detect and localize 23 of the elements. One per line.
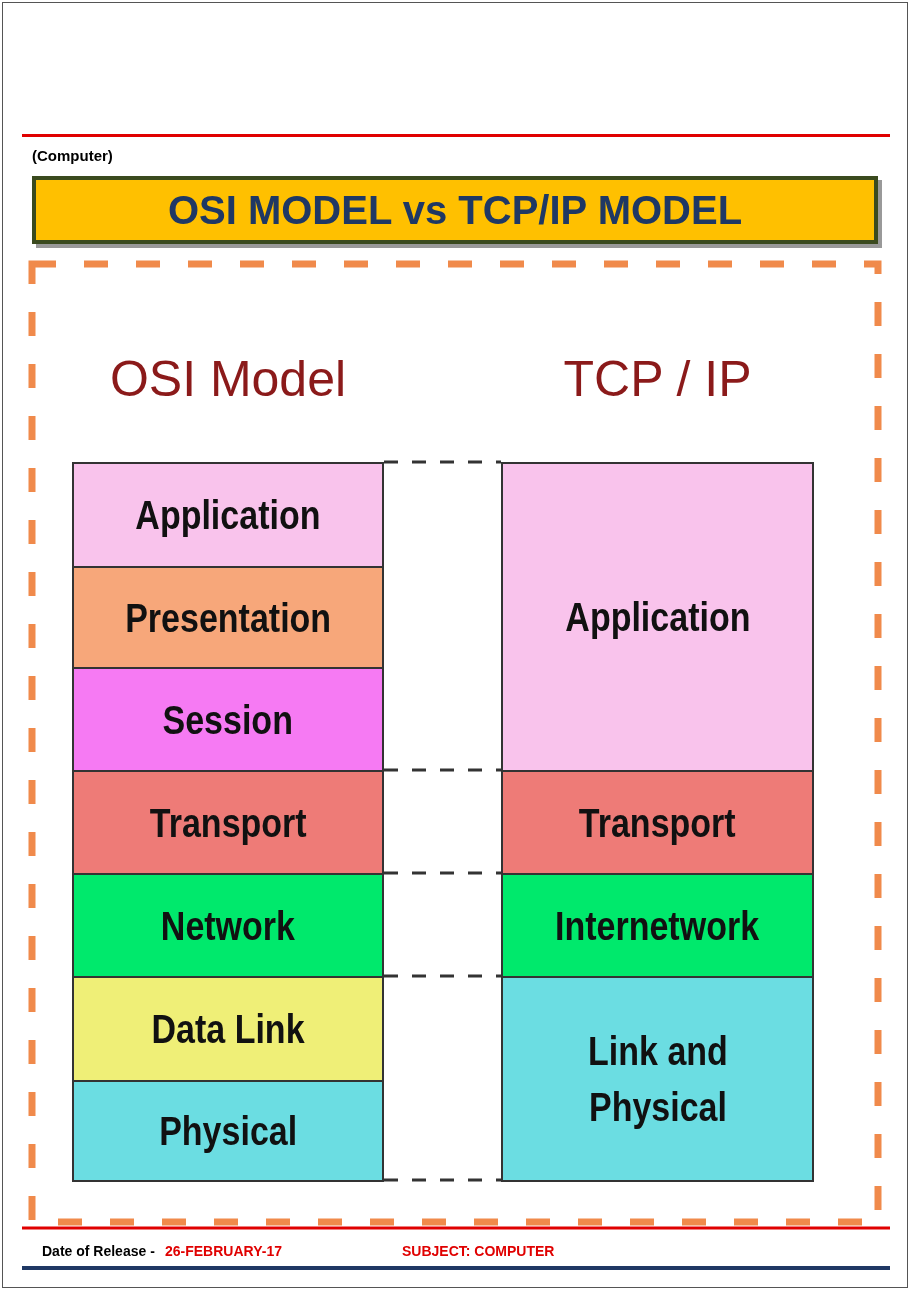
column-heading: TCP / IP <box>562 350 753 408</box>
layer-box: Physical <box>72 1080 384 1182</box>
dashed-connector <box>384 768 501 772</box>
layer-box: Transport <box>72 770 384 875</box>
layer-box: Application <box>72 462 384 568</box>
layer-box: Transport <box>501 770 814 875</box>
release-date: 26-FEBRUARY-17 <box>165 1243 282 1259</box>
layer-box: Presentation <box>72 566 384 669</box>
layer-box: Data Link <box>72 976 384 1082</box>
layer-box: Application <box>501 462 814 772</box>
layer-box: Network <box>72 873 384 978</box>
dashed-connector <box>384 871 501 875</box>
layer-box: Session <box>72 667 384 772</box>
layer-box: Internetwork <box>501 873 814 978</box>
title-text: OSI MODEL vs TCP/IP MODEL <box>167 187 743 233</box>
dashed-connector <box>384 460 501 464</box>
footer-text: Date of Release - <box>42 1243 155 1259</box>
column-heading: OSI Model <box>108 350 348 408</box>
layer-box: Link and Physical <box>501 976 814 1182</box>
section-label: (Computer) <box>32 147 113 164</box>
subject-label: SUBJECT: COMPUTER <box>402 1243 555 1259</box>
dashed-connector <box>384 1178 501 1182</box>
dashed-connector <box>384 974 501 978</box>
